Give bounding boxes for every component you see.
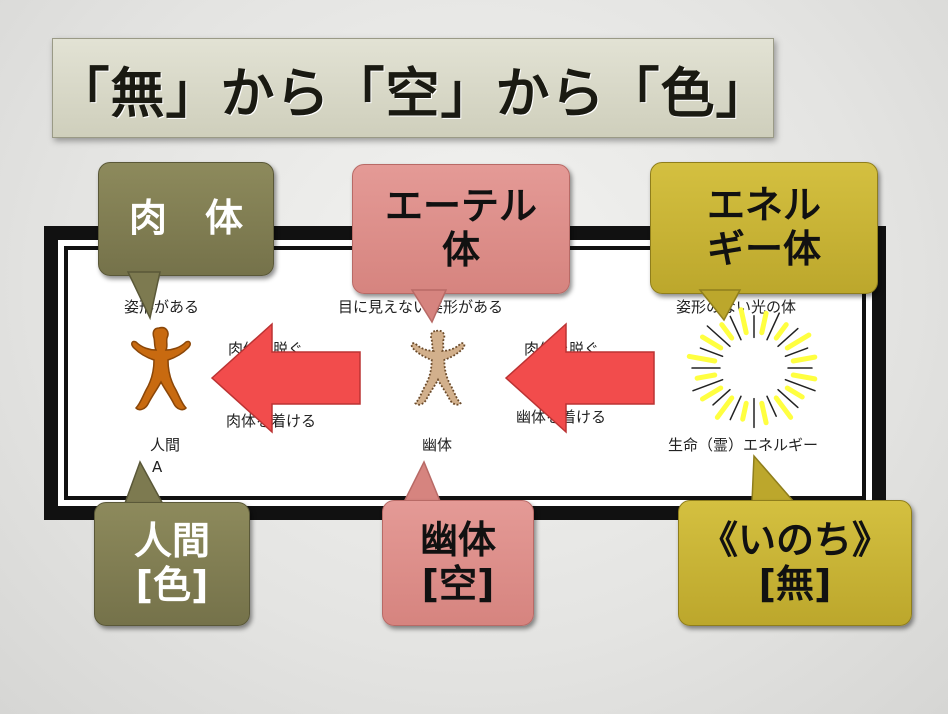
light-ray [738, 307, 749, 336]
caption-left-bottom: 人間 [150, 436, 181, 454]
light-ray [729, 395, 742, 421]
callout-flesh-body: 肉 体 [98, 162, 274, 276]
caption-middle-top: 目に見えない姿形がある [338, 298, 504, 316]
caption-left-bottom2: A [152, 458, 163, 476]
callout-pointer [698, 289, 742, 322]
light-ray [766, 312, 781, 341]
light-ray [719, 322, 735, 341]
caption-middle-bottom: 幽体 [422, 436, 453, 454]
light-ray [784, 332, 812, 351]
light-ray [790, 354, 818, 364]
callout-pointer [751, 454, 796, 503]
light-ray [740, 400, 749, 422]
light-ray [699, 347, 724, 358]
callout-pointer [126, 271, 161, 321]
light-ray [784, 378, 816, 392]
light-ray [694, 372, 718, 381]
callout-life: 《いのち》 [無] [678, 500, 912, 626]
light-ray [784, 385, 805, 400]
callout-etheric-body: エーテル 体 [352, 164, 570, 294]
light-ray [766, 395, 777, 417]
light-ray [784, 347, 809, 358]
callout-human: 人間 [色] [94, 502, 250, 626]
arrow-left-icon [210, 322, 361, 434]
callout-pointer [410, 289, 448, 324]
arrow-right-icon [504, 322, 655, 434]
light-ray [686, 353, 718, 364]
light-ray [790, 372, 818, 382]
light-ray [759, 400, 769, 426]
caption-right-bottom: 生命（霊）エネルギー [668, 436, 819, 454]
light-ray [777, 327, 799, 348]
ghost-figure-icon [410, 329, 466, 406]
callout-astral-body: 幽体 [空] [382, 500, 534, 626]
light-ray [706, 325, 731, 348]
light-ray [714, 395, 735, 420]
light-ray [773, 395, 794, 420]
light-ray [729, 315, 742, 341]
page-title: 「無」から「空」から「色」 [55, 61, 771, 125]
callout-energy-body: エネル ギー体 [650, 162, 878, 294]
light-ray [777, 388, 799, 409]
title-box: 「無」から「空」から「色」 [52, 38, 774, 138]
light-ray [692, 378, 724, 392]
light-burst-icon [686, 307, 818, 429]
light-ray [759, 310, 769, 336]
light-ray [773, 322, 789, 341]
human-figure-icon [131, 326, 191, 411]
light-ray [712, 388, 731, 406]
light-ray [699, 385, 724, 402]
light-ray [699, 334, 724, 351]
